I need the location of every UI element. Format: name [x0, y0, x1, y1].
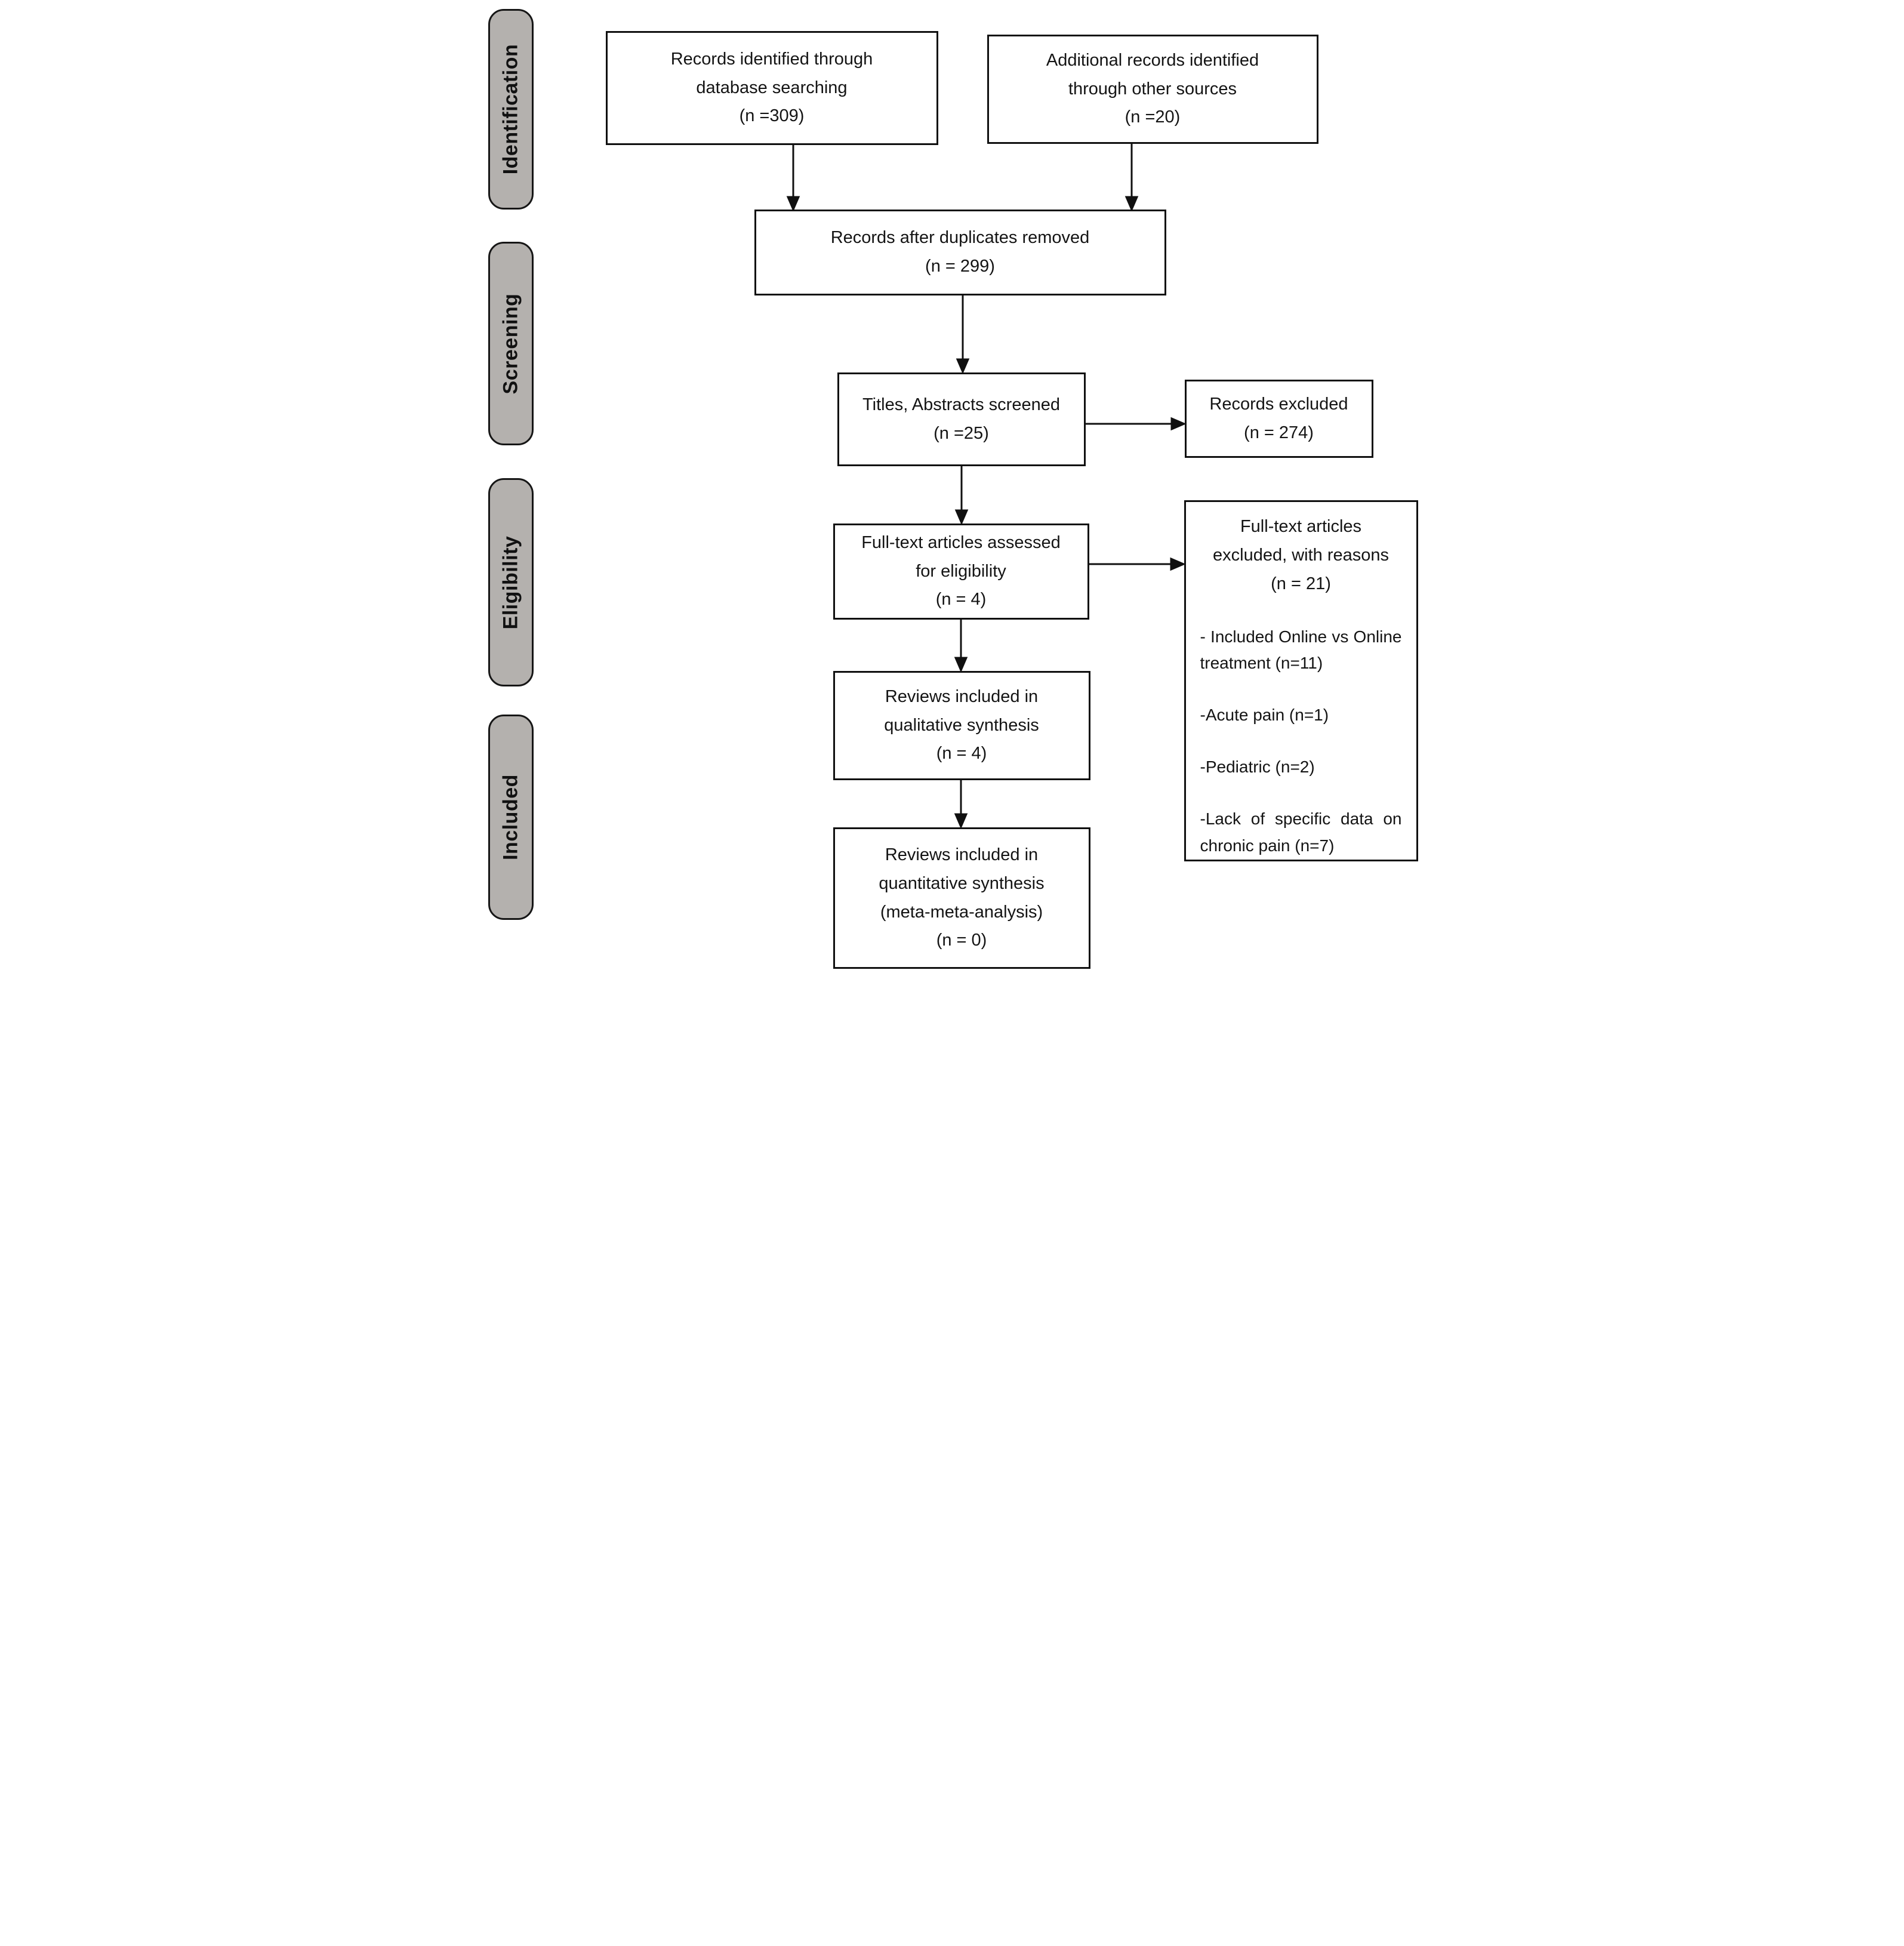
box-line: quantitative synthesis: [879, 873, 1045, 893]
box-line: Full-text articles: [1240, 517, 1362, 536]
box-line: database searching: [696, 78, 848, 97]
box-count: (n = 0): [936, 931, 987, 950]
stage-pill-included: Included: [488, 715, 534, 920]
box-line: Records identified through: [670, 49, 873, 69]
arrowhead-fulltext-to-reasons: [1170, 557, 1186, 571]
box-count: (n =20): [1124, 107, 1181, 127]
box-line: Reviews included in: [885, 686, 1039, 706]
exclusion-reason: - Included Online vs Online treatment (n…: [1200, 627, 1402, 673]
box-qualitative-synthesis: Reviews included in qualitative synthesi…: [833, 671, 1090, 780]
box-line: Full-text articles assessed: [861, 532, 1061, 552]
stage-pill-screening: Screening: [488, 242, 534, 445]
box-duplicates-removed: Records after duplicates removed (n = 29…: [754, 210, 1166, 295]
box-line: Records excluded: [1209, 394, 1348, 414]
box-line: Records after duplicates removed: [830, 228, 1090, 248]
stage-label-eligibility: Eligibility: [499, 535, 522, 629]
arrowhead-records-to-duplicates: [786, 196, 800, 212]
exclusion-reason: -Acute pain (n=1): [1200, 706, 1329, 725]
box-records-excluded: Records excluded (n = 274): [1184, 380, 1373, 458]
box-line: excluded, with reasons: [1213, 545, 1389, 565]
box-line: for eligibility: [916, 561, 1006, 581]
prisma-flow-diagram: Identification Screening Eligibility Inc…: [476, 0, 1428, 973]
box-count: (n = 4): [935, 590, 987, 609]
box-line: through other sources: [1068, 79, 1237, 98]
stage-pill-eligibility: Eligibility: [488, 478, 534, 686]
box-count: (n = 299): [925, 257, 995, 276]
exclusion-reason: -Lack of specific data on chronic pain (…: [1200, 809, 1402, 855]
box-quantitative-synthesis: Reviews included in quantitative synthes…: [833, 827, 1090, 969]
box-line: Reviews included in: [885, 845, 1039, 864]
arrowhead-additional-to-duplicates: [1124, 196, 1138, 212]
stage-label-included: Included: [499, 774, 522, 860]
box-count: (n = 4): [936, 744, 987, 763]
box-count: (n =309): [739, 106, 805, 126]
box-fulltext-excluded-reasons: Full-text articles excluded, with reason…: [1184, 500, 1418, 861]
box-count: (n = 21): [1271, 574, 1331, 593]
stage-pill-identification: Identification: [488, 9, 534, 210]
box-line: (meta-meta-analysis): [880, 902, 1043, 922]
box-line: Titles, Abstracts screened: [862, 395, 1060, 414]
stage-label-identification: Identification: [499, 44, 522, 175]
box-count: (n = 274): [1244, 423, 1314, 442]
box-fulltext-assessed: Full-text articles assessed for eligibil…: [833, 524, 1089, 620]
arrowhead-screened-to-fulltext: [954, 509, 968, 525]
arrowhead-duplicates-to-screened: [956, 358, 969, 374]
exclusion-reason: -Pediatric (n=2): [1200, 757, 1315, 776]
arrowhead-fulltext-to-qualitative: [954, 657, 968, 673]
reasons-title: Full-text articles excluded, with reason…: [1200, 513, 1402, 599]
box-titles-screened: Titles, Abstracts screened (n =25): [837, 372, 1086, 466]
stage-label-screening: Screening: [499, 293, 522, 394]
box-line: qualitative synthesis: [884, 715, 1039, 735]
box-line: Additional records identified: [1046, 50, 1259, 70]
arrowhead-screened-to-excluded: [1170, 417, 1187, 431]
box-count: (n =25): [933, 423, 989, 443]
box-additional-records: Additional records identified through ot…: [987, 35, 1318, 144]
box-records-identified: Records identified through database sear…: [605, 31, 938, 145]
arrowhead-qualitative-to-quantitative: [954, 813, 968, 829]
